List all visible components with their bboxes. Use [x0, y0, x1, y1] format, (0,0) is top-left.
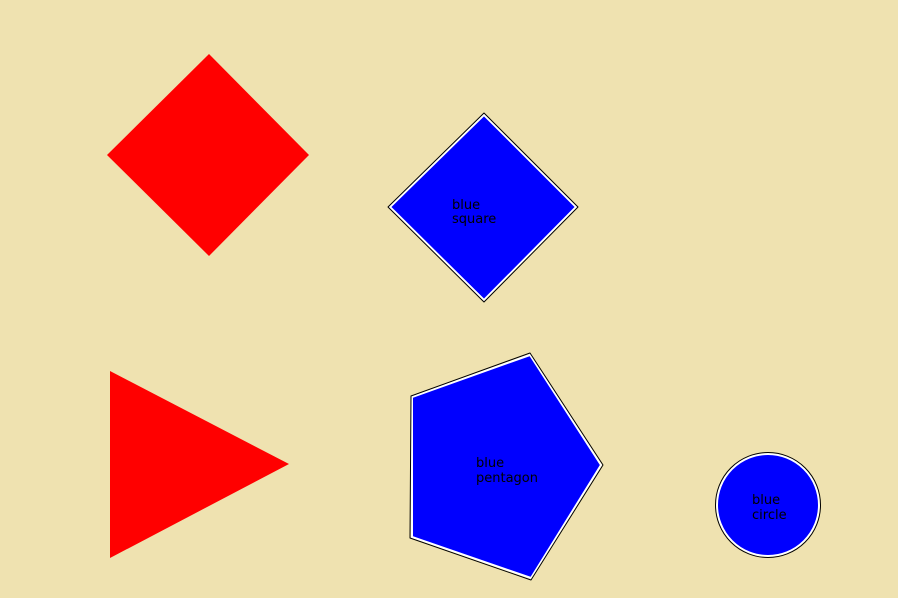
blue-square-label-line1: blue [452, 198, 480, 213]
blue-pentagon-label-line2: pentagon [476, 471, 538, 486]
blue-square-shape [389, 114, 577, 301]
blue-circle-label-line2: circle [752, 508, 787, 523]
blue-pentagon-shape [411, 354, 602, 579]
blue-square-label-line2: square [452, 212, 496, 227]
red-diamond-shape [107, 54, 309, 256]
blue-circle-shape [716, 453, 820, 557]
blue-square-outline [387, 112, 579, 303]
blue-circle-outline [715, 452, 821, 558]
blue-circle-label-line1: blue [752, 493, 780, 508]
red-triangle-shape [110, 371, 289, 558]
blue-pentagon-label-line1: blue [476, 456, 504, 471]
blue-pentagon-outline [409, 352, 604, 581]
